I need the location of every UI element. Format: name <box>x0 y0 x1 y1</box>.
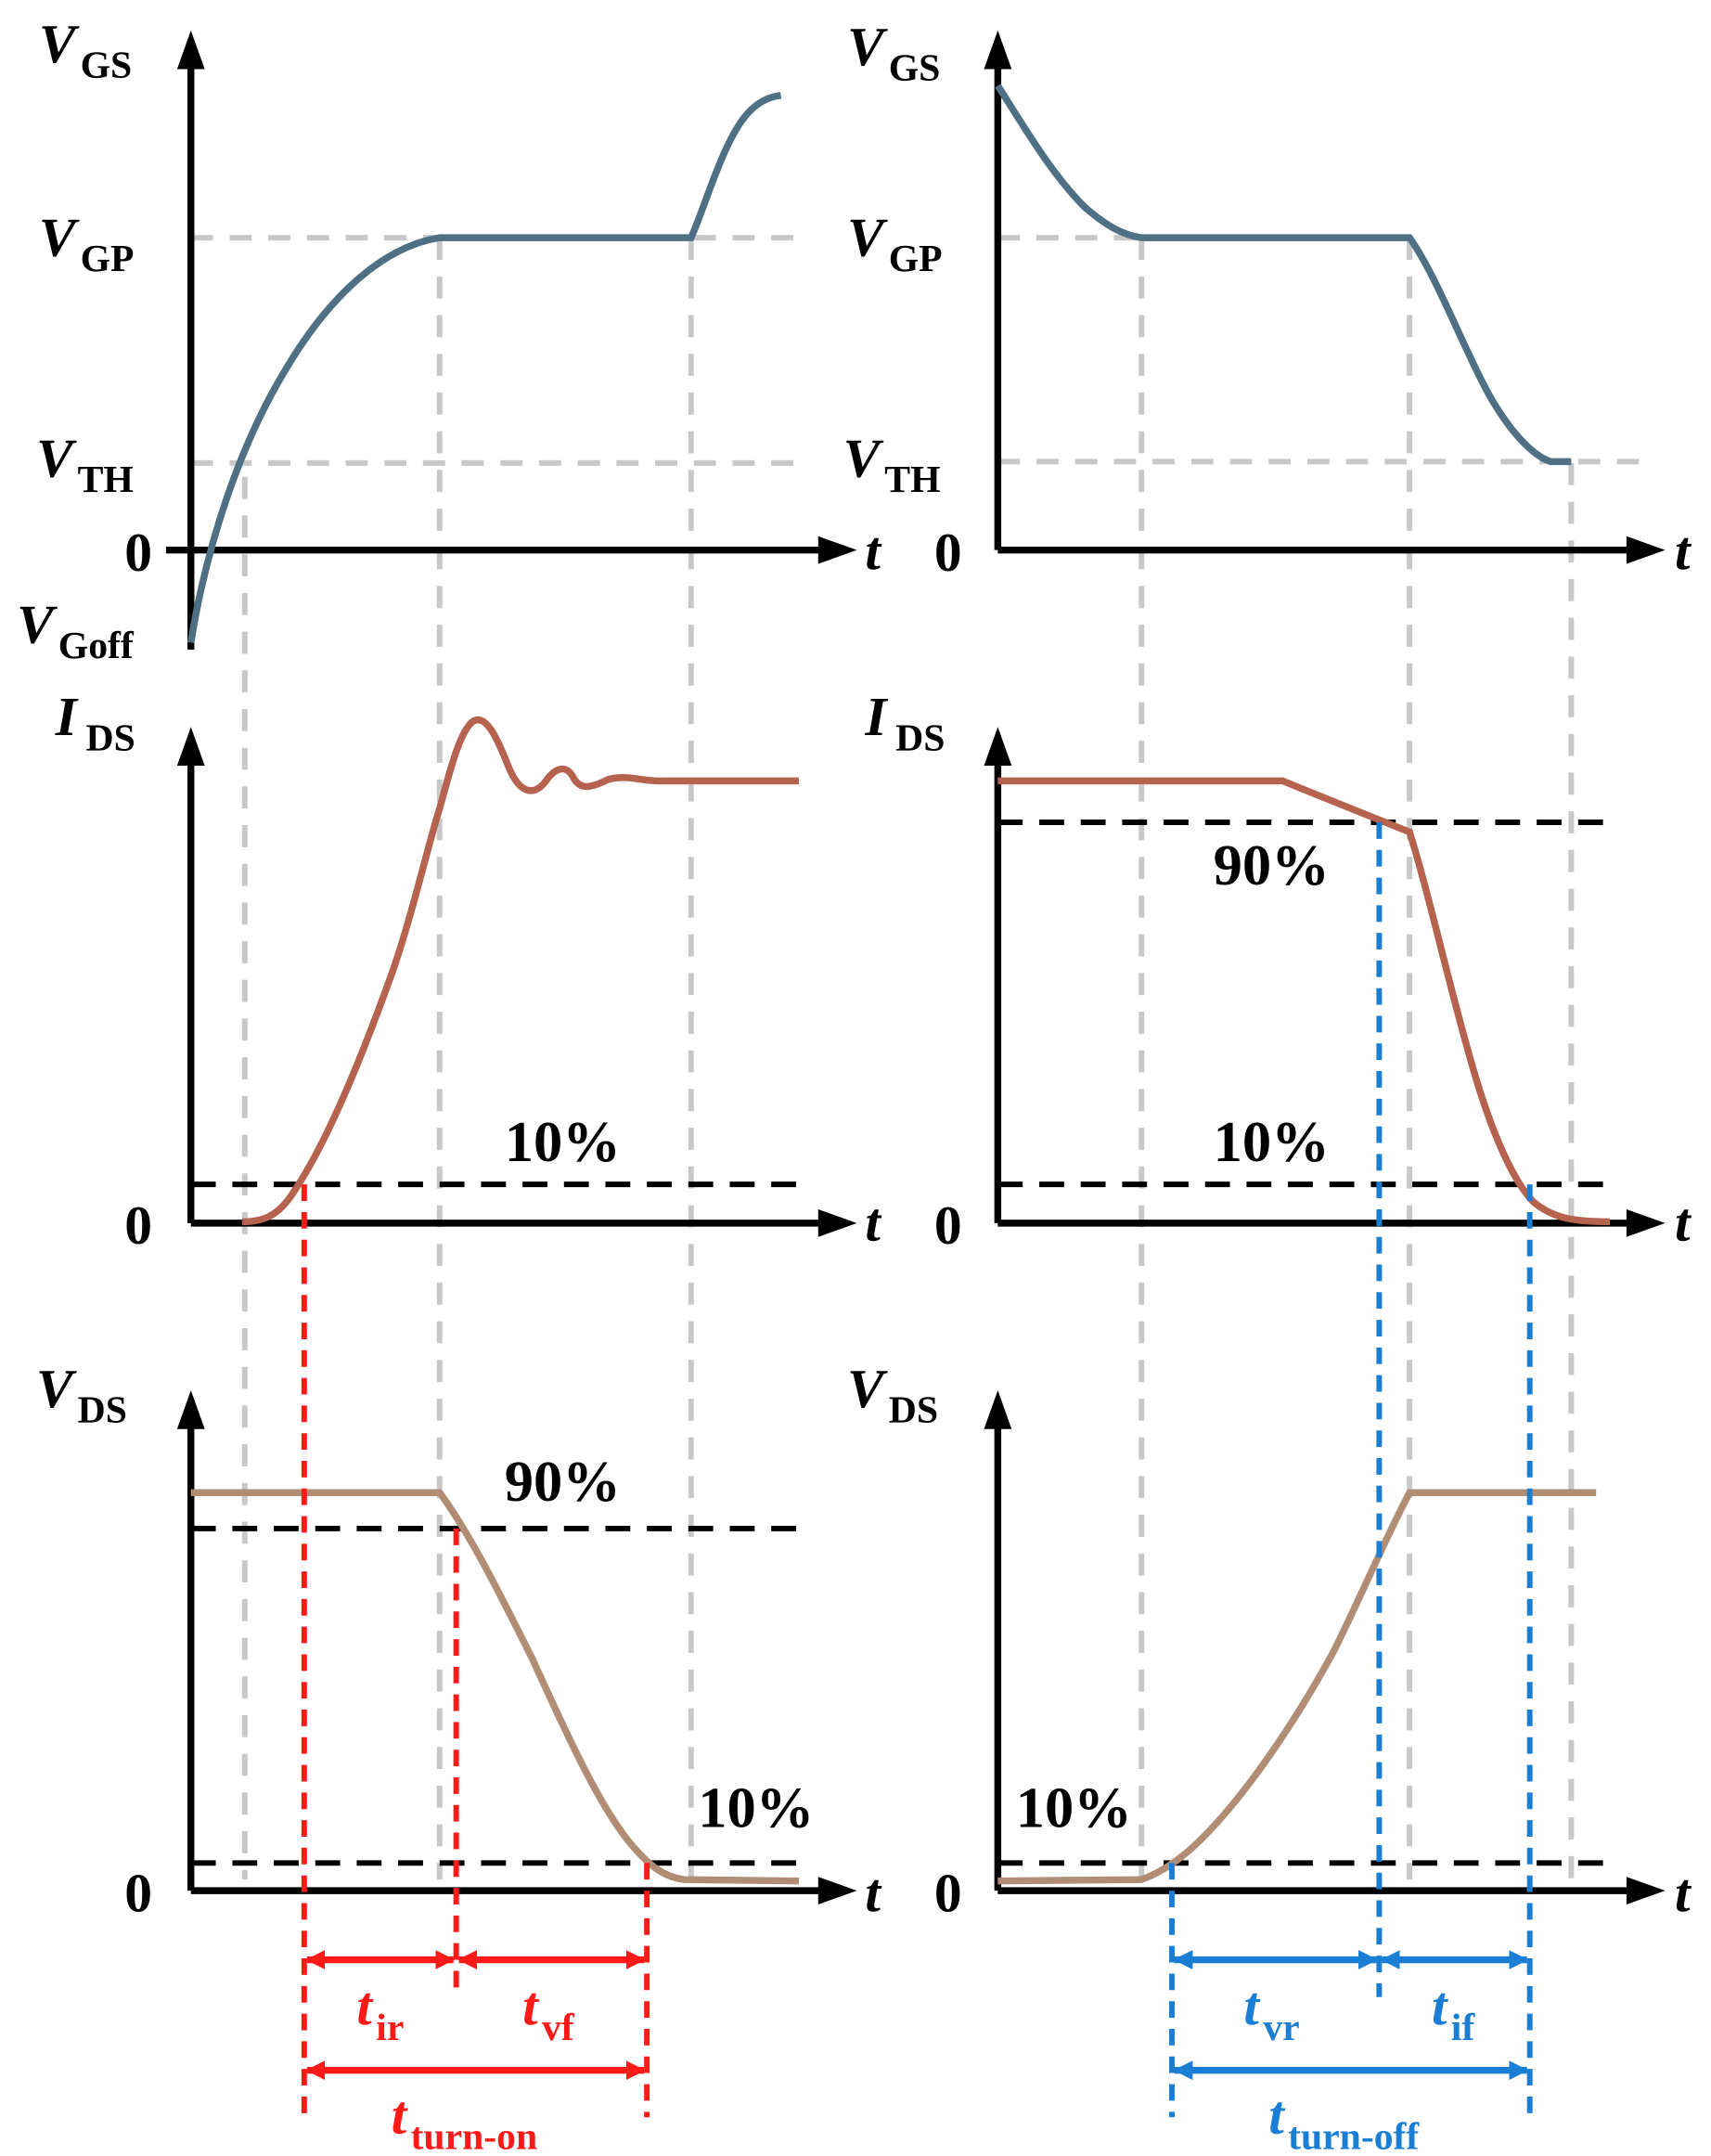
turn-off-vgs-axis-symbol: V <box>847 16 888 77</box>
turn-on-vgs-t-arrowhead <box>817 536 857 564</box>
turn-on-vgs-y-arrowhead <box>176 30 205 70</box>
turn-on-vds-axis-subscript: DS <box>78 1388 127 1431</box>
turn-off-vds-axis-symbol: V <box>847 1358 888 1419</box>
turn-on-t-vf-symbol: t <box>522 1976 540 2037</box>
turn-off-vgp-subscript: GP <box>889 238 943 280</box>
turn-off-vgs-t-arrowhead <box>1626 536 1666 564</box>
turn-off-vth-symbol: V <box>843 428 884 489</box>
turn-on-ids-t-arrowhead <box>817 1208 857 1237</box>
turn-off-ids-y-arrowhead <box>984 727 1012 766</box>
turn-off-ids-curve <box>997 777 1611 1226</box>
turn-on-t-turn-on-symbol: t <box>392 2085 409 2146</box>
turn-off-ids-t-arrowhead <box>1626 1208 1666 1237</box>
turn-off-ids-10pct-label: 10% <box>1214 1109 1330 1174</box>
turn-on-vds-t-arrowhead <box>817 1877 857 1904</box>
turn-on-t-ir-subscript: ir <box>376 2007 404 2049</box>
turn-on-vgs-zero: 0 <box>124 522 152 583</box>
turn-off-t-vr-symbol: t <box>1243 1976 1261 2037</box>
turn-off-vgs-zero: 0 <box>934 522 962 583</box>
turn-on-ids-axis-symbol: I <box>55 686 79 747</box>
turn-on-vgp-symbol: V <box>39 206 80 267</box>
turn-off-vds-axis-subscript: DS <box>889 1388 938 1431</box>
turn-on-t-ir-symbol: t <box>356 1976 374 2037</box>
turn-on-panel: V GS V GP V TH 0 V Goff t I DS 10% 0 t <box>17 13 882 2156</box>
turn-off-t-vr-subscript: vr <box>1263 2007 1299 2049</box>
turn-on-vgs-t-label: t <box>865 521 882 582</box>
turn-off-vgp-symbol: V <box>847 206 888 267</box>
turn-off-ids-zero: 0 <box>934 1194 962 1256</box>
turn-on-vgs-axis-symbol: V <box>39 13 80 74</box>
turn-off-t-if-subscript: if <box>1451 2007 1476 2049</box>
turn-off-t-turn-off-symbol: t <box>1268 2085 1286 2146</box>
turn-off-t-if-symbol: t <box>1432 1976 1449 2037</box>
turn-on-vgoff-symbol: V <box>17 593 58 654</box>
turn-off-t-turn-off-subscript: turn-off <box>1288 2116 1420 2156</box>
turn-on-ids-axis-subscript: DS <box>86 717 135 760</box>
turn-on-vgoff-subscript: Goff <box>58 625 135 667</box>
turn-off-vgs-t-label: t <box>1675 521 1692 582</box>
turn-on-vds-t-label: t <box>865 1862 882 1923</box>
turn-on-vds-y-arrowhead <box>176 1390 205 1429</box>
turn-on-vgs-axis-subscript: GS <box>81 44 133 86</box>
turn-on-vds-axis-symbol: V <box>36 1358 77 1419</box>
turn-on-ids-y-arrowhead <box>176 727 205 766</box>
turn-off-vgs-curve <box>995 84 1572 466</box>
turn-on-vgp-subscript: GP <box>81 238 135 280</box>
turn-on-vth-symbol: V <box>36 428 77 489</box>
turn-off-ids-t-label: t <box>1675 1192 1692 1253</box>
turn-on-ids-10pct-label: 10% <box>505 1109 621 1174</box>
turn-on-vth-subscript: TH <box>78 458 134 501</box>
turn-off-vds-zero: 0 <box>934 1862 962 1923</box>
turn-on-vds-90pct-label: 90% <box>505 1449 621 1514</box>
turn-off-panel: V GS V GP V TH 0 t I DS 90% 10% 0 t V D <box>843 16 1692 2156</box>
turn-off-ids-90pct-label: 90% <box>1214 833 1330 897</box>
turn-on-vgs-curve <box>187 92 782 644</box>
turn-off-vgs-axis-subscript: GS <box>889 46 941 89</box>
turn-on-ids-t-label: t <box>865 1192 882 1253</box>
turn-on-vds-10pct-label: 10% <box>698 1775 814 1840</box>
turn-off-vds-10pct-label: 10% <box>1016 1775 1132 1840</box>
turn-off-ids-axis-symbol: I <box>864 686 888 747</box>
turn-off-vth-subscript: TH <box>884 458 940 501</box>
turn-on-ids-zero: 0 <box>124 1194 152 1256</box>
turn-off-ids-axis-subscript: DS <box>895 717 945 760</box>
turn-on-vds-zero: 0 <box>124 1862 152 1923</box>
turn-on-t-vf-subscript: vf <box>542 2007 575 2049</box>
turn-off-vgs-y-arrowhead <box>984 30 1012 70</box>
turn-on-t-turn-on-subscript: turn-on <box>411 2116 538 2156</box>
turn-off-vds-t-arrowhead <box>1626 1877 1666 1904</box>
turn-on-ids-curve <box>241 716 799 1226</box>
turn-off-vds-y-arrowhead <box>984 1390 1012 1429</box>
turn-off-vds-t-label: t <box>1675 1862 1692 1923</box>
